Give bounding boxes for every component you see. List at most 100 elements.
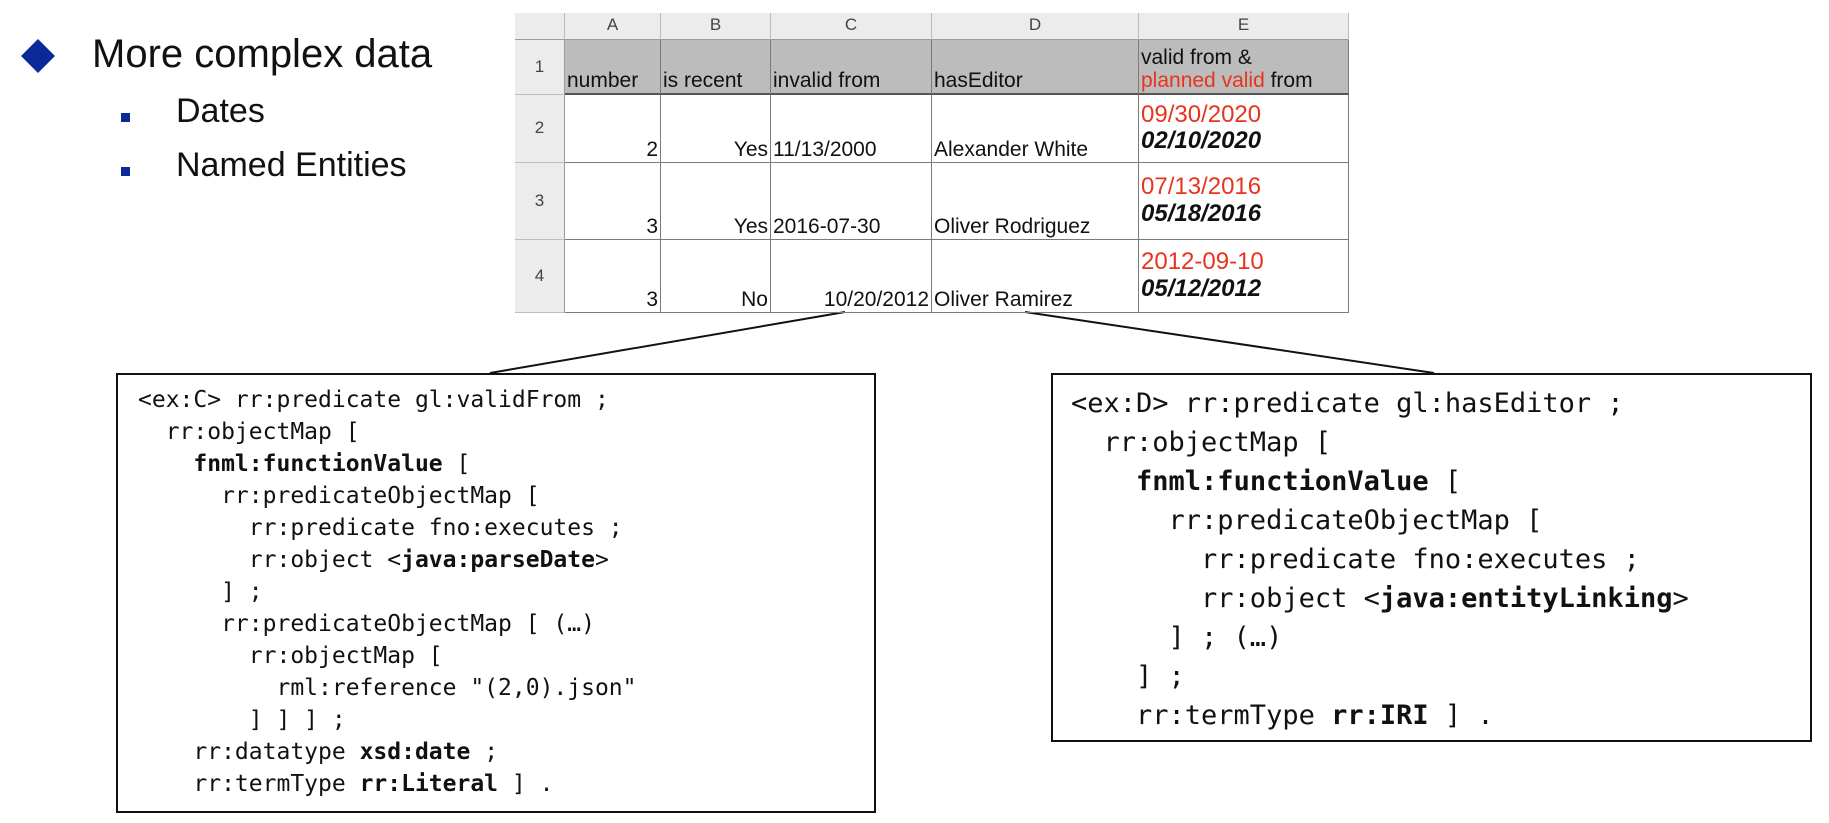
cell-text-italic: 05/12/2012 <box>1141 274 1262 302</box>
column-header-e[interactable]: E <box>1139 13 1349 40</box>
bullet-sub-text: Named Entities <box>176 146 407 184</box>
header-cell-is-recent[interactable]: is recent <box>661 40 771 95</box>
code-line: rr:datatype xsd:date ; <box>138 739 498 765</box>
header-cell-text: hasEditor <box>934 68 1023 92</box>
code-line: rr:predicateObjectMap [ <box>1071 505 1543 536</box>
code-bold: java:parseDate <box>401 547 595 573</box>
code-line: rr:predicate fno:executes ; <box>1071 544 1640 575</box>
table-cell-invalid-from[interactable]: 10/20/2012 <box>771 240 932 313</box>
code-text: rr:object < <box>138 547 402 573</box>
code-bold: java:entityLinking <box>1379 583 1673 614</box>
column-header-b[interactable]: B <box>661 13 771 40</box>
cell-text-italic: 05/18/2016 <box>1141 199 1262 227</box>
code-line: ] ] ] ; <box>138 707 346 733</box>
code-text: ] . <box>498 771 554 797</box>
column-header-c[interactable]: C <box>771 13 932 40</box>
code-text: > <box>1672 583 1689 614</box>
table-cell-invalid-from[interactable]: 11/13/2000 <box>771 95 932 163</box>
header-cell-invalid-from[interactable]: invalid from <box>771 40 932 95</box>
cell-text: Yes <box>733 137 768 161</box>
cell-text: 10/20/2012 <box>823 287 929 311</box>
code-text: rr:datatype <box>138 739 360 765</box>
cell-text: 11/13/2000 <box>773 137 877 161</box>
table-cell-number[interactable]: 3 <box>565 240 661 313</box>
connector-line-right <box>1024 311 1435 374</box>
code-line: rr:object <java:parseDate> <box>138 547 609 573</box>
column-header-d[interactable]: D <box>932 13 1139 40</box>
cell-text: 2 <box>646 137 658 161</box>
cell-text: Oliver Rodriguez <box>934 214 1091 238</box>
column-header-a[interactable]: A <box>565 13 661 40</box>
row-header-1[interactable]: 1 <box>515 40 565 95</box>
code-text: rr:object < <box>1071 583 1380 614</box>
code-line: rr:predicateObjectMap [ <box>138 483 540 509</box>
code-line: fnml:functionValue [ <box>1071 466 1461 497</box>
cell-text: Oliver Ramirez <box>934 287 1073 311</box>
table-cell-has-editor[interactable]: Oliver Rodriguez <box>932 163 1139 240</box>
row-header-3[interactable]: 3 <box>515 163 565 240</box>
bullet-sub-text: Dates <box>176 92 265 130</box>
code-text: [ <box>442 451 471 477</box>
header-cell-text: number <box>567 68 639 92</box>
code-line: rr:predicateObjectMap [ (…) <box>138 611 595 637</box>
row-header-2[interactable]: 2 <box>515 95 565 163</box>
cell-text: Alexander White <box>934 137 1089 161</box>
square-bullet-icon <box>121 167 130 176</box>
code-block-has-editor: <ex:D> rr:predicate gl:hasEditor ; rr:ob… <box>1051 373 1812 742</box>
code-bold: fnml:functionValue <box>193 451 443 477</box>
code-line: rr:objectMap [ <box>138 643 443 669</box>
code-line: rr:objectMap [ <box>1071 427 1332 458</box>
code-text: ; <box>470 739 499 765</box>
table-cell-valid-from[interactable]: 09/30/2020 02/10/2020 <box>1139 95 1349 163</box>
square-bullet-icon <box>121 113 130 122</box>
code-line: rr:object <java:entityLinking> <box>1071 583 1689 614</box>
cell-text: 3 <box>646 214 658 238</box>
header-red-text: planned valid <box>1141 68 1265 92</box>
code-text: > <box>594 547 609 573</box>
code-line: rr:termType rr:Literal ] . <box>138 771 553 797</box>
cell-text: No <box>741 287 768 311</box>
cell-text: Yes <box>733 214 768 238</box>
row-header-4[interactable]: 4 <box>515 240 565 313</box>
header-cell-text-line2: planned valid from <box>1141 69 1346 92</box>
header-rest-text: from <box>1264 68 1313 92</box>
code-line: rr:termType rr:IRI ] . <box>1071 700 1494 731</box>
code-text: rr:termType <box>138 771 360 797</box>
cell-text-red: 07/13/2016 <box>1141 173 1262 201</box>
table-cell-is-recent[interactable]: No <box>661 240 771 313</box>
table-cell-number[interactable]: 3 <box>565 163 661 240</box>
code-line: <ex:C> rr:predicate gl:validFrom ; <box>138 387 609 413</box>
table-cell-has-editor[interactable]: Alexander White <box>932 95 1139 163</box>
code-text: [ <box>1428 466 1462 497</box>
connector-line-left <box>489 311 846 374</box>
code-line: ] ; <box>1071 661 1185 692</box>
code-block-valid-from: <ex:C> rr:predicate gl:validFrom ; rr:ob… <box>116 373 876 813</box>
corner-cell[interactable] <box>515 13 565 40</box>
header-cell-text: valid from & <box>1141 45 1252 69</box>
code-line: ] ; (…) <box>1071 622 1283 653</box>
code-text: ] . <box>1428 700 1494 731</box>
header-cell-number[interactable]: number <box>565 40 661 95</box>
cell-text-italic: 02/10/2020 <box>1141 127 1262 154</box>
bullet-main-text: More complex data <box>92 32 433 76</box>
table-cell-valid-from[interactable]: 2012-09-10 05/12/2012 <box>1139 240 1349 313</box>
table-cell-valid-from[interactable]: 07/13/2016 05/18/2016 <box>1139 163 1349 240</box>
table-cell-is-recent[interactable]: Yes <box>661 95 771 163</box>
code-line: ] ; <box>138 579 263 605</box>
cell-text-red: 09/30/2020 <box>1141 100 1262 128</box>
table-cell-has-editor[interactable]: Oliver Ramirez <box>932 240 1139 313</box>
header-cell-has-editor[interactable]: hasEditor <box>932 40 1139 95</box>
cell-text: 2016-07-30 <box>773 214 881 238</box>
code-bold: rr:Literal <box>359 771 499 797</box>
table-cell-is-recent[interactable]: Yes <box>661 163 771 240</box>
cell-text: 3 <box>646 287 658 311</box>
code-bold: fnml:functionValue <box>1136 466 1429 497</box>
table-cell-number[interactable]: 2 <box>565 95 661 163</box>
code-bold: rr:IRI <box>1331 700 1429 731</box>
table-cell-invalid-from[interactable]: 2016-07-30 <box>771 163 932 240</box>
code-text: rr:termType <box>1071 700 1332 731</box>
header-cell-text: invalid from <box>773 68 881 92</box>
code-line: rr:predicate fno:executes ; <box>138 515 623 541</box>
header-cell-valid-from[interactable]: valid from & planned valid from <box>1139 40 1349 95</box>
